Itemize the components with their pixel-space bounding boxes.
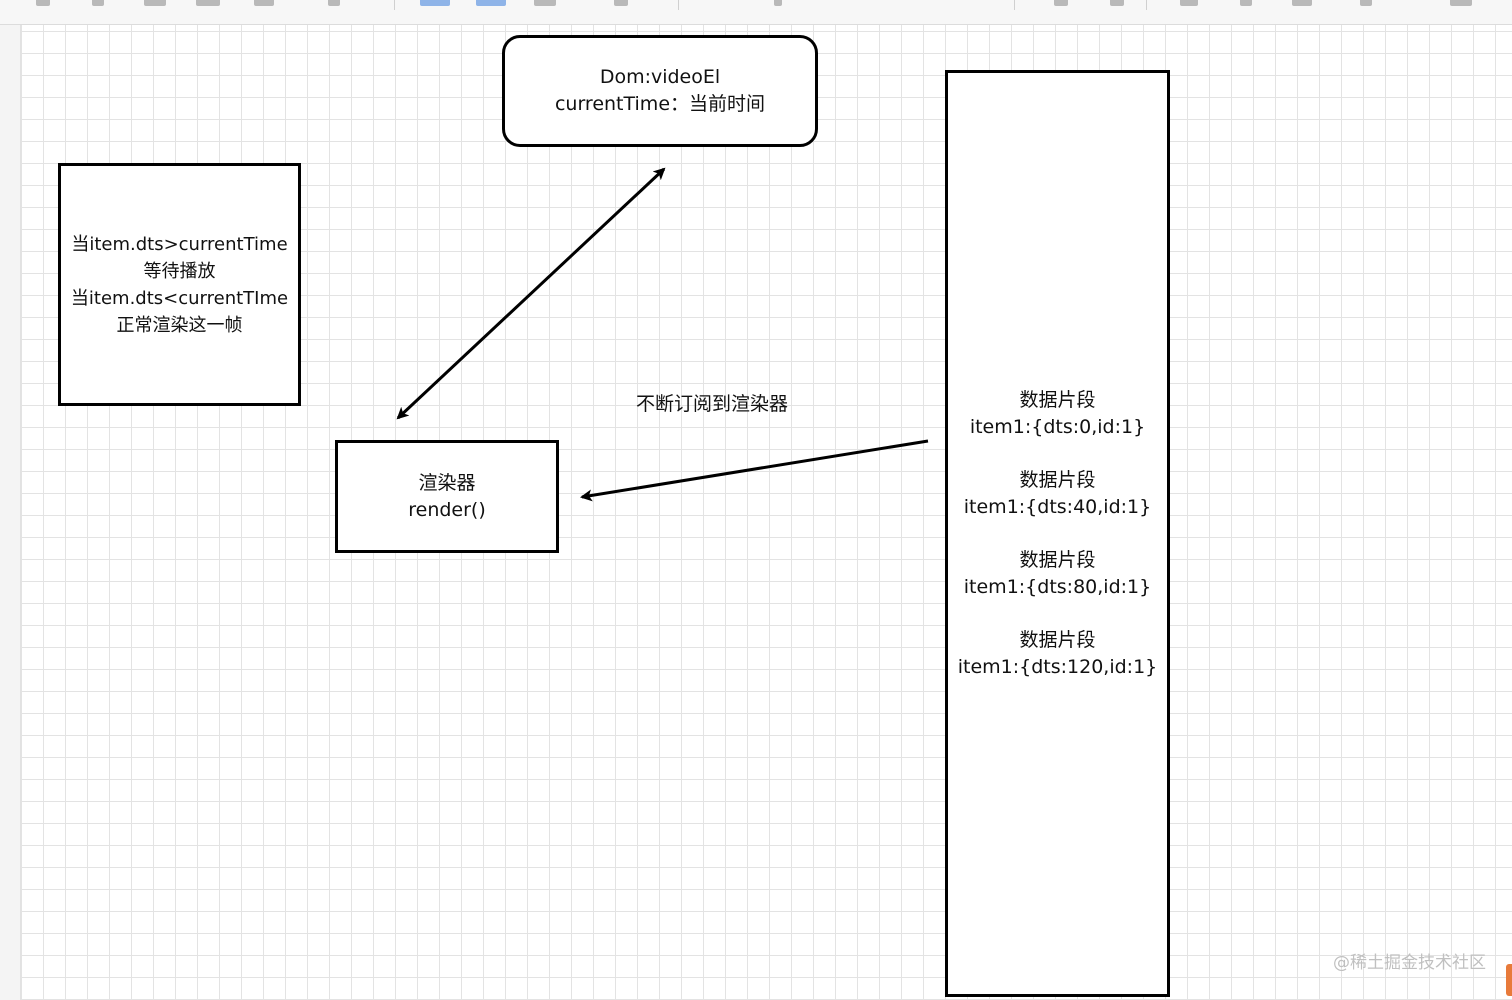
left-rail	[0, 25, 21, 1000]
node-label-line: 当item.dts<currentTIme	[70, 287, 289, 309]
collapse-icon[interactable]	[1450, 0, 1472, 6]
toolbar-separator	[394, 0, 395, 10]
segment-title: 数据片段	[1019, 389, 1096, 411]
table-icon[interactable]	[1054, 0, 1068, 6]
node-label-line: 渲染器	[418, 471, 476, 494]
redo-icon[interactable]	[92, 0, 104, 6]
menu-icon[interactable]	[1360, 0, 1372, 6]
to-front-icon[interactable]	[196, 0, 220, 6]
node-label-line: currentTime：当前时间	[554, 93, 766, 115]
renderer-node[interactable]: 渲染器 render()	[335, 440, 559, 553]
data-segment: 数据片段 item1:{dts:80,id:1}	[964, 547, 1151, 601]
corner-accent	[1506, 964, 1512, 996]
toolbar-separator	[1014, 0, 1015, 10]
data-segment: 数据片段 item1:{dts:120,id:1}	[958, 627, 1158, 681]
node-label-line: 等待播放	[143, 260, 216, 282]
toolbar-separator	[1146, 0, 1147, 10]
fullscreen-icon[interactable]	[1110, 0, 1124, 6]
segment-title: 数据片段	[1019, 549, 1096, 571]
outline-icon[interactable]	[1292, 0, 1312, 6]
delete-icon[interactable]	[144, 0, 166, 6]
format-panel-icon[interactable]	[1180, 0, 1198, 6]
toolbar-separator	[678, 0, 679, 10]
data-segment: 数据片段 item1:{dts:40,id:1}	[964, 467, 1151, 521]
shadow-icon[interactable]	[476, 0, 506, 6]
connection-icon[interactable]	[614, 0, 628, 6]
segment-title: 数据片段	[1019, 469, 1096, 491]
line-color-icon[interactable]	[420, 0, 450, 6]
data-segment: 数据片段 item1:{dts:0,id:1}	[970, 387, 1145, 441]
node-label-line: Dom:videoEl	[599, 66, 721, 88]
node-label-line: render()	[408, 498, 486, 521]
node-label-line: 正常渲染这一帧	[116, 314, 243, 336]
segment-value: item1:{dts:0,id:1}	[969, 416, 1146, 438]
zoom-icon[interactable]	[1240, 0, 1252, 6]
video-element-node[interactable]: Dom:videoEl currentTime：当前时间	[502, 35, 818, 147]
segment-title: 数据片段	[1019, 629, 1096, 651]
watermark: @稀土掘金技术社区	[1333, 953, 1486, 973]
node-label-line: 当item.dts>currentTime	[71, 233, 288, 255]
condition-note-node[interactable]: 当item.dts>currentTime 等待播放 当item.dts<cur…	[58, 163, 301, 406]
fill-color-icon[interactable]	[328, 0, 340, 6]
insert-icon[interactable]	[774, 0, 782, 6]
waypoints-icon[interactable]	[534, 0, 556, 6]
segment-value: item1:{dts:40,id:1}	[963, 496, 1152, 518]
segment-value: item1:{dts:80,id:1}	[963, 576, 1152, 598]
segment-value: item1:{dts:120,id:1}	[957, 656, 1158, 678]
to-back-icon[interactable]	[254, 0, 274, 6]
data-store-node[interactable]: 数据片段 item1:{dts:0,id:1} 数据片段 item1:{dts:…	[945, 70, 1170, 997]
edge-label-subscribe[interactable]: 不断订阅到渲染器	[636, 393, 789, 415]
undo-icon[interactable]	[36, 0, 50, 6]
toolbar	[0, 0, 1512, 25]
